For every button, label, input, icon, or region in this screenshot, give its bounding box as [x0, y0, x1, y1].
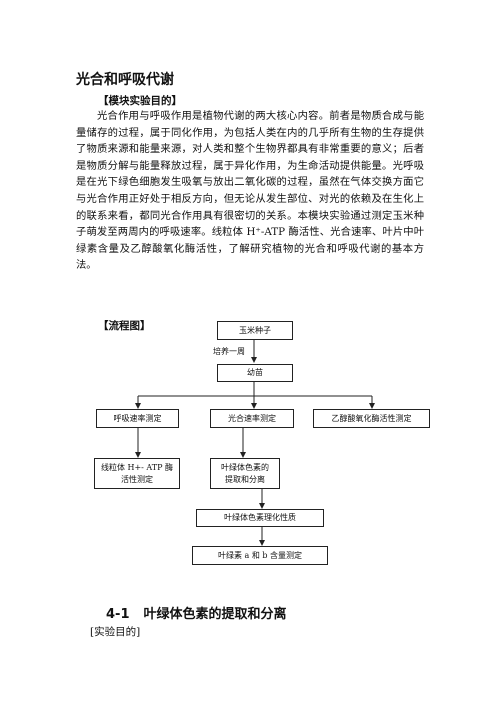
objective-paragraph: 光合作用与呼吸作用是植物代谢的两大核心内容。前者是物质合成与能量储存的过程，属于…	[76, 110, 424, 272]
node-chlorophyll-ab: 叶绿素 a 和 b 含量测定	[192, 546, 328, 565]
node-mito-atpase-line1: 线粒体 H+- ATP 酶	[100, 462, 174, 472]
node-chloroplast-extraction-line2: 提取和分离	[225, 474, 265, 484]
node-photosynthesis-rate-label: 光合速率测定	[228, 413, 276, 423]
node-pigment-properties: 叶绿体色素理化性质	[196, 509, 324, 527]
node-mito-atpase-line2: 活性测定	[121, 474, 153, 484]
node-glycolate-oxidase: 乙醇酸氧化酶活性测定	[313, 409, 430, 428]
node-glycolate-oxidase-label: 乙醇酸氧化酶活性测定	[331, 413, 412, 423]
node-respiration-rate-label: 呼吸速率测定	[113, 413, 162, 423]
flowchart-heading: 【流程图】	[98, 320, 151, 332]
section-number: 4-1	[106, 607, 130, 622]
objective-heading: 【模块实验目的】	[98, 95, 182, 107]
experiment-purpose-heading: [实验目的]	[90, 626, 141, 638]
node-chloroplast-extraction: 叶绿体色素的 提取和分离	[210, 458, 280, 489]
node-chloroplast-extraction-line1: 叶绿体色素的	[221, 462, 269, 472]
page-title: 光合和呼吸代谢	[76, 72, 174, 88]
node-respiration-rate: 呼吸速率测定	[96, 409, 179, 428]
node-pigment-properties-label: 叶绿体色素理化性质	[224, 513, 296, 522]
section-title: 4-1 叶绿体色素的提取和分离	[106, 603, 287, 622]
node-corn-seed: 玉米种子	[217, 321, 293, 340]
node-chlorophyll-ab-label: 叶绿素 a 和 b 含量测定	[217, 550, 303, 560]
node-mito-atpase: 线粒体 H+- ATP 酶 活性测定	[94, 458, 180, 489]
node-seedling: 幼苗	[217, 364, 293, 382]
node-seedling-label: 幼苗	[247, 368, 263, 377]
node-corn-seed-label: 玉米种子	[239, 325, 271, 335]
section-title-text: 叶绿体色素的提取和分离	[143, 607, 287, 622]
edge-label-culture: 培养一周	[213, 347, 245, 356]
node-photosynthesis-rate: 光合速率测定	[210, 409, 294, 428]
